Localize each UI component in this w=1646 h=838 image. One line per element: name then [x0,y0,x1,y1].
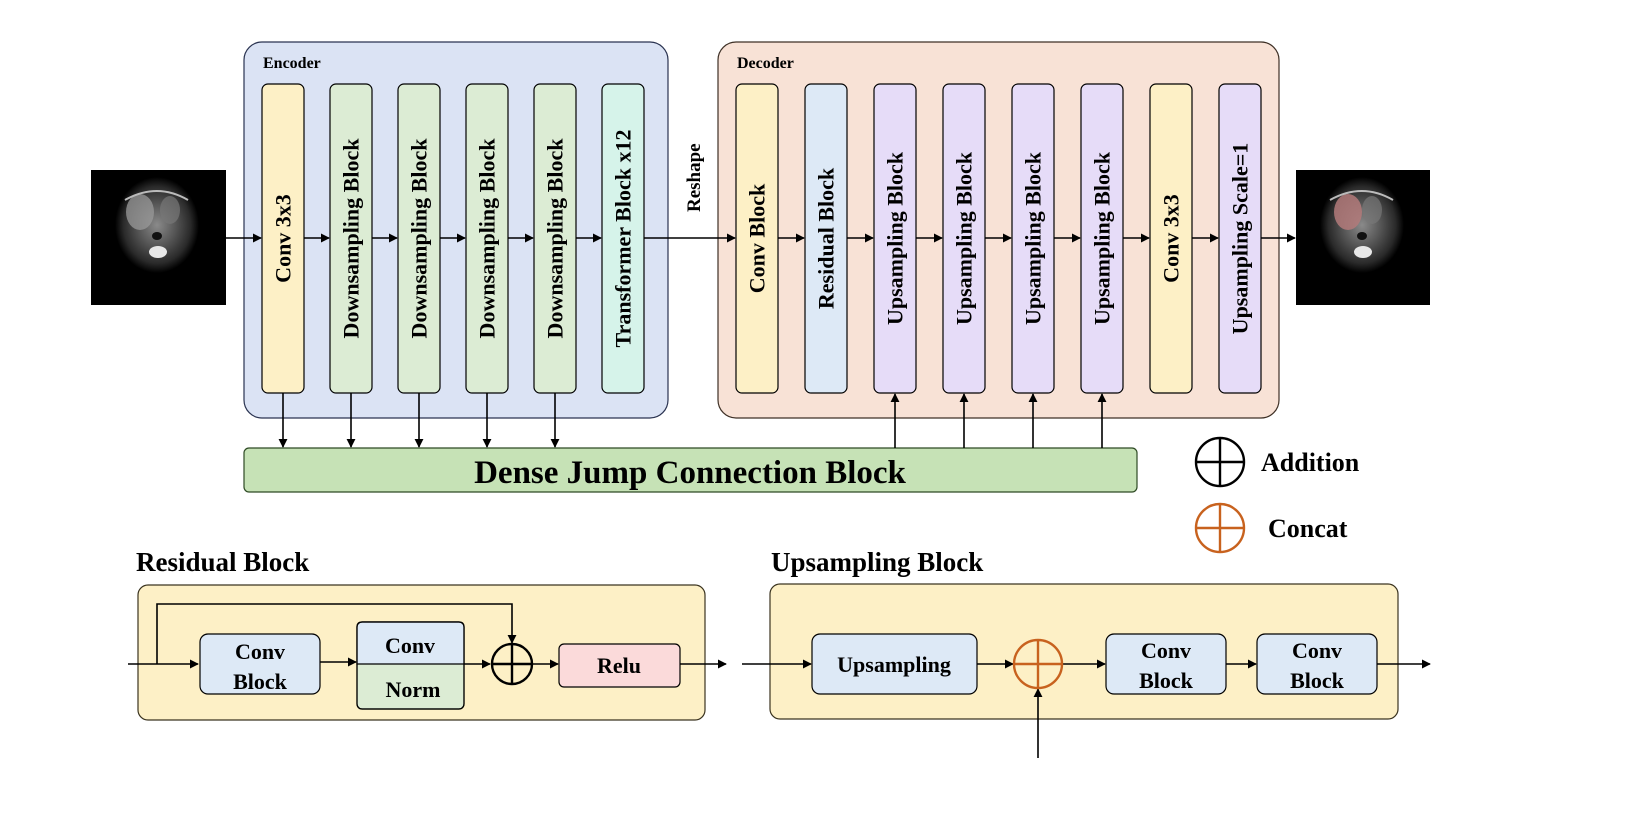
legend-concat: Concat [1194,502,1348,554]
residual-relu-block [558,643,681,688]
decoder-panel [717,41,1280,419]
residual-conv-block [199,633,321,695]
residual-norm-label: Norm [386,677,441,702]
encoder-block-5-label: Downsampling Block [543,138,568,339]
legend-addition-label: Addition [1261,448,1360,477]
decoder-block-6-label: Upsampling Block [1090,151,1115,325]
upsampling-block-title: Upsampling Block [771,547,983,577]
decoder-block-3-label: Upsampling Block [883,151,908,325]
encoder-block-1-label: Conv 3x3 [271,194,296,283]
upsampling-op-label: Upsampling [837,652,951,677]
skip-connection-arrows [278,393,1107,448]
residual-block-title: Residual Block [136,547,309,577]
upsampling-conv-block-1-line2: Block [1139,668,1194,693]
residual-conv-block-label-line1: Conv [235,639,285,664]
decoder-block-8-label: Upsampling Scale=1 [1228,143,1253,335]
legend-addition: Addition [1194,436,1360,488]
residual-conv-block-label-line2: Block [233,669,288,694]
output-scan-image [1296,170,1430,305]
decoder-block-1-label: Conv Block [745,183,770,293]
encoder-title: Encoder [263,55,321,72]
upsampling-conv-block-2-line2: Block [1290,668,1345,693]
upsampling-conv-block-1-line1: Conv [1141,638,1191,663]
decoder-block-2-label: Residual Block [814,167,839,309]
residual-addition-icon [490,642,534,686]
dense-jump-connection-block [243,447,1138,493]
encoder-block-2-label: Downsampling Block [339,138,364,339]
legend-concat-label: Concat [1268,514,1348,543]
upsampling-concat-icon [1012,638,1064,690]
encoder-block-6-label: Transformer Block x12 [611,130,636,348]
upsampling-block-arrows [742,659,1431,758]
upsampling-op-block [811,633,978,695]
decoder-block-7-label: Conv 3x3 [1159,194,1184,283]
residual-skip-path [156,603,517,664]
dense-jump-connection-label: Dense Jump Connection Block [474,455,906,491]
upsampling-conv-block-2 [1256,633,1378,695]
addition-icon [1194,436,1246,488]
input-scan-image [91,170,226,305]
encoder-block-4-label: Downsampling Block [475,138,500,339]
residual-conv-label: Conv [385,633,435,658]
encoder-blocks: Conv 3x3 Downsampling Block Downsampling B… [261,83,645,394]
upsampling-conv-block-2-line1: Conv [1292,638,1342,663]
residual-conv-norm-block [356,621,465,710]
concat-icon [1194,502,1246,554]
decoder-block-5-label: Upsampling Block [1021,151,1046,325]
encoder-block-3-label: Downsampling Block [407,138,432,339]
decoder-title: Decoder [737,55,794,72]
upsampling-conv-block-1 [1105,633,1227,695]
residual-block-arrows [128,603,727,669]
reshape-label: Reshape [684,143,705,212]
residual-relu-label: Relu [597,653,641,678]
decoder-block-4-label: Upsampling Block [952,151,977,325]
decoder-blocks: Conv Block Residual Block Upsampling Block… [735,83,1262,394]
